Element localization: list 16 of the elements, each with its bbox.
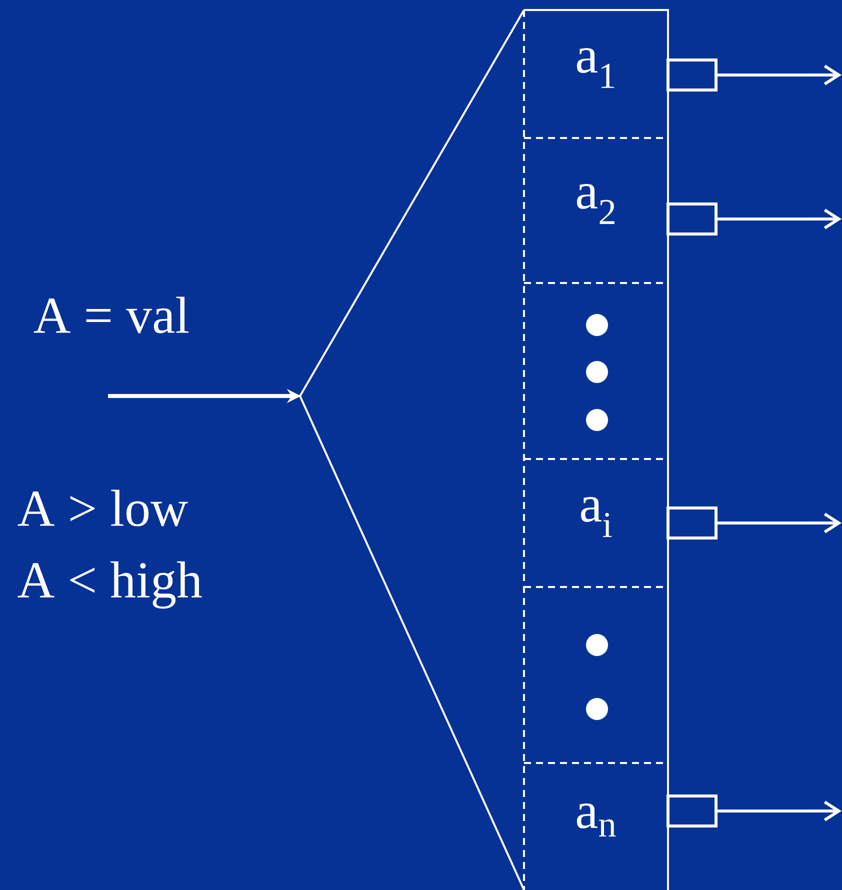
pointer-box (666, 202, 718, 236)
index-cell: a$_{1}$ (576, 48, 614, 88)
arrow (718, 512, 842, 534)
arrow (718, 64, 842, 86)
pointer-box (666, 506, 718, 540)
index-cell: a$_{2}$ (576, 184, 614, 224)
arrow (718, 208, 842, 230)
condition-label: A < high (18, 561, 202, 609)
index-column (523, 9, 669, 890)
pointer-box (666, 58, 718, 92)
index-cell: a$_{i}$ (581, 497, 612, 537)
pointer-box (666, 794, 718, 828)
index-cell: a$_{n}$ (576, 804, 616, 836)
arrow (718, 800, 842, 822)
condition-label: A = val (34, 296, 189, 334)
condition-label: A > low (18, 490, 188, 526)
